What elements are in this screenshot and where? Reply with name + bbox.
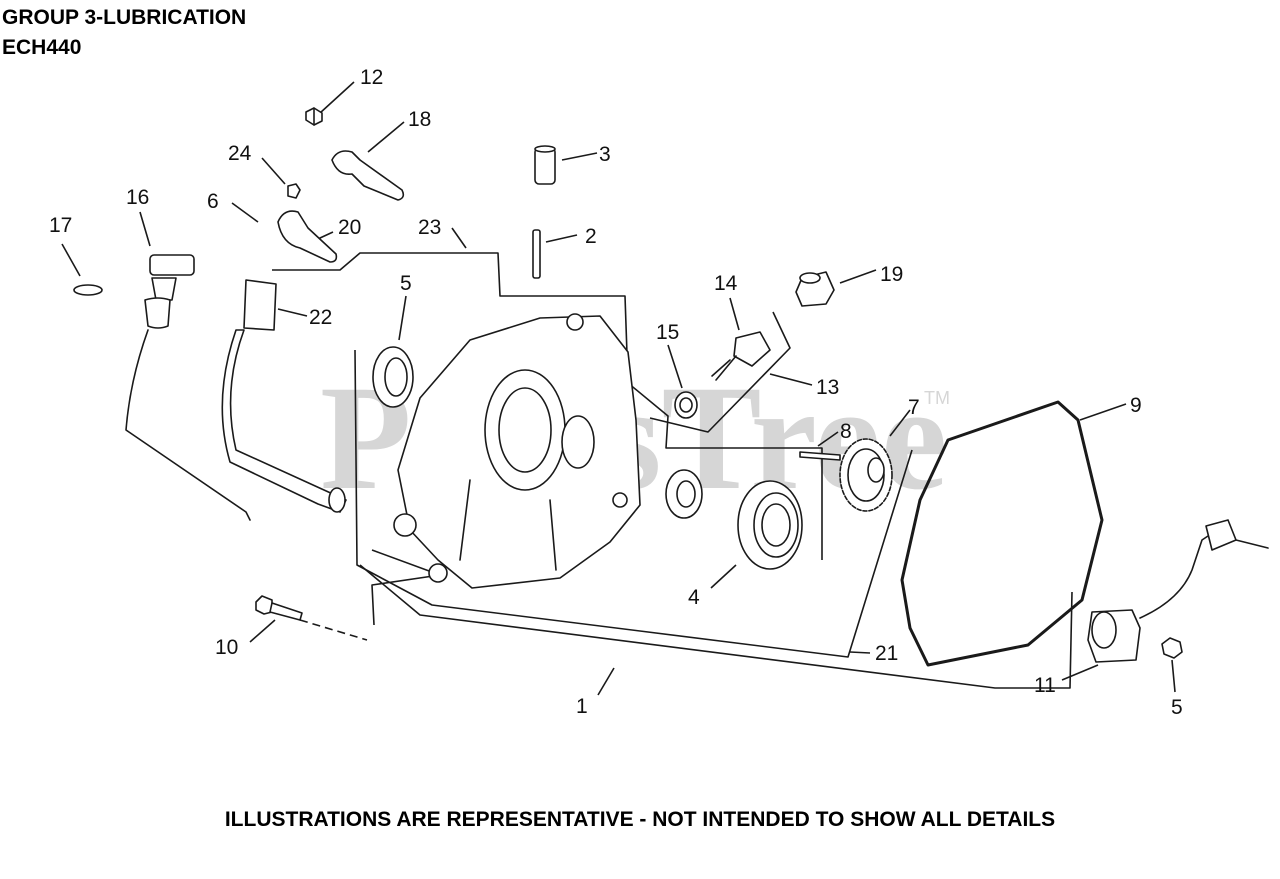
- callout-2: 2: [585, 225, 597, 248]
- leader-2: [545, 234, 578, 243]
- leader-21: [849, 651, 871, 654]
- callout-24: 24: [228, 142, 252, 165]
- clamp-part-20: [277, 210, 338, 263]
- crankcase-cover-part-1: [393, 313, 641, 589]
- oil-fill-tube-part-22: [221, 279, 347, 513]
- callout-3: 3: [599, 143, 611, 166]
- callout-8: 8: [840, 420, 852, 443]
- leader-8: [817, 431, 839, 447]
- clamp-part-18: [331, 150, 405, 201]
- gasket-part-9: [900, 400, 1104, 667]
- callout-20: 20: [338, 216, 361, 239]
- group-outline-1: [354, 349, 913, 658]
- callout-5-top: 5: [400, 272, 412, 295]
- bolt-part-12: [305, 107, 323, 126]
- leader-18: [367, 121, 405, 153]
- callout-23: 23: [418, 216, 441, 239]
- leader-6: [231, 202, 259, 223]
- callout-10: 10: [215, 636, 238, 659]
- group-outline-21: [371, 549, 441, 626]
- callout-7: 7: [908, 396, 920, 419]
- oil-sensor-part-14: [711, 331, 771, 381]
- plug-part-19: [795, 271, 835, 307]
- callout-19: 19: [880, 263, 903, 286]
- callout-1: 1: [576, 695, 588, 718]
- bolt-alignment-line: [299, 619, 368, 641]
- leader-15: [667, 344, 683, 389]
- callout-11: 11: [1034, 674, 1056, 697]
- callout-5-bottom: 5: [1171, 696, 1183, 719]
- leader-3: [561, 152, 598, 161]
- callout-18: 18: [408, 108, 431, 131]
- disclaimer-note: ILLUSTRATIONS ARE REPRESENTATIVE - NOT I…: [224, 808, 1056, 831]
- governor-gear-part-7: [839, 438, 893, 512]
- leader-13: [769, 373, 813, 386]
- leader-14: [729, 297, 740, 331]
- shaft-part-8: [799, 451, 841, 461]
- bolt-part-10: [255, 595, 303, 621]
- oil-sensor-bracket-part-11: [1087, 519, 1269, 663]
- leader-23: [451, 227, 467, 249]
- bearing-part-4: [737, 480, 803, 570]
- pin-part-2: [532, 229, 541, 279]
- leader-24: [261, 157, 286, 185]
- callout-12: 12: [360, 66, 383, 89]
- group-outline-13: [649, 311, 791, 433]
- leader-5-top: [398, 295, 407, 341]
- engine-model: ECH440: [2, 36, 82, 59]
- leader-16: [139, 211, 151, 247]
- callout-21: 21: [875, 642, 898, 665]
- leader-5-bottom: [1171, 659, 1176, 693]
- callout-22: 22: [309, 306, 332, 329]
- watermark-trademark: TM: [924, 388, 950, 408]
- o-ring-part-17: [73, 284, 103, 296]
- leader-17: [61, 243, 81, 277]
- oil-seal-part-5: [372, 346, 414, 408]
- leader-22: [277, 308, 308, 317]
- group-outline-23: [272, 252, 823, 560]
- callout-4: 4: [688, 586, 700, 609]
- leader-19: [839, 269, 877, 284]
- leader-4: [710, 564, 737, 589]
- leader-10: [249, 619, 276, 643]
- leader-9: [1079, 403, 1127, 421]
- dipstick-part-16: [125, 254, 251, 521]
- bolt-part-5: [1161, 637, 1183, 659]
- callout-15: 15: [656, 321, 679, 344]
- leader-12: [319, 81, 355, 114]
- callout-labels: 12 18 24 3 16 6 17 20 23 2 19 14 5 22 15…: [49, 66, 1183, 719]
- callout-14: 14: [714, 272, 738, 295]
- dowel-part-3: [534, 145, 556, 185]
- leader-1: [597, 667, 615, 696]
- group-outline-main: [359, 564, 1073, 689]
- leader-7: [889, 409, 911, 437]
- callout-13: 13: [816, 376, 839, 399]
- callout-16: 16: [126, 186, 149, 209]
- bearing-part-small: [665, 469, 703, 519]
- callout-6: 6: [207, 190, 219, 213]
- callout-9: 9: [1130, 394, 1142, 417]
- seal-part-15: [674, 391, 698, 419]
- diagram-title: GROUP 3-LUBRICATION: [2, 6, 247, 29]
- callout-17: 17: [49, 214, 72, 237]
- leader-11: [1061, 664, 1099, 681]
- nut-part-24: [287, 183, 301, 199]
